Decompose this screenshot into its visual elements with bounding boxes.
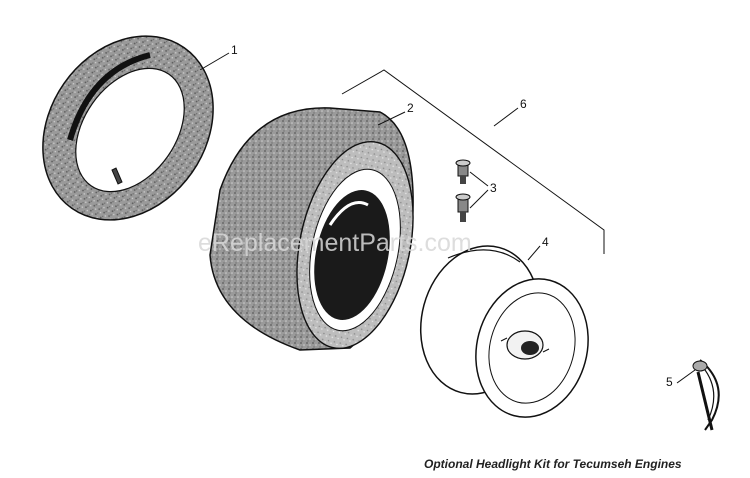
- callout-1: 1: [231, 43, 238, 57]
- callout-3: 3: [490, 181, 497, 195]
- lynch-pin-icon: [676, 359, 720, 431]
- inner-tube-icon: [42, 35, 230, 221]
- valve-stem-icon: [455, 159, 489, 222]
- wheel-assembly-bracket: [341, 69, 605, 254]
- wheel-rim-icon: [419, 245, 589, 418]
- tire-icon: [209, 107, 414, 351]
- callout-5: 5: [666, 375, 673, 389]
- callout-6: 6: [520, 97, 527, 111]
- callout-4: 4: [542, 235, 549, 249]
- watermark-text: eReplacementParts.com: [198, 229, 472, 257]
- callout-2: 2: [407, 101, 414, 115]
- diagram-caption: Optional Headlight Kit for Tecumseh Engi…: [424, 457, 682, 471]
